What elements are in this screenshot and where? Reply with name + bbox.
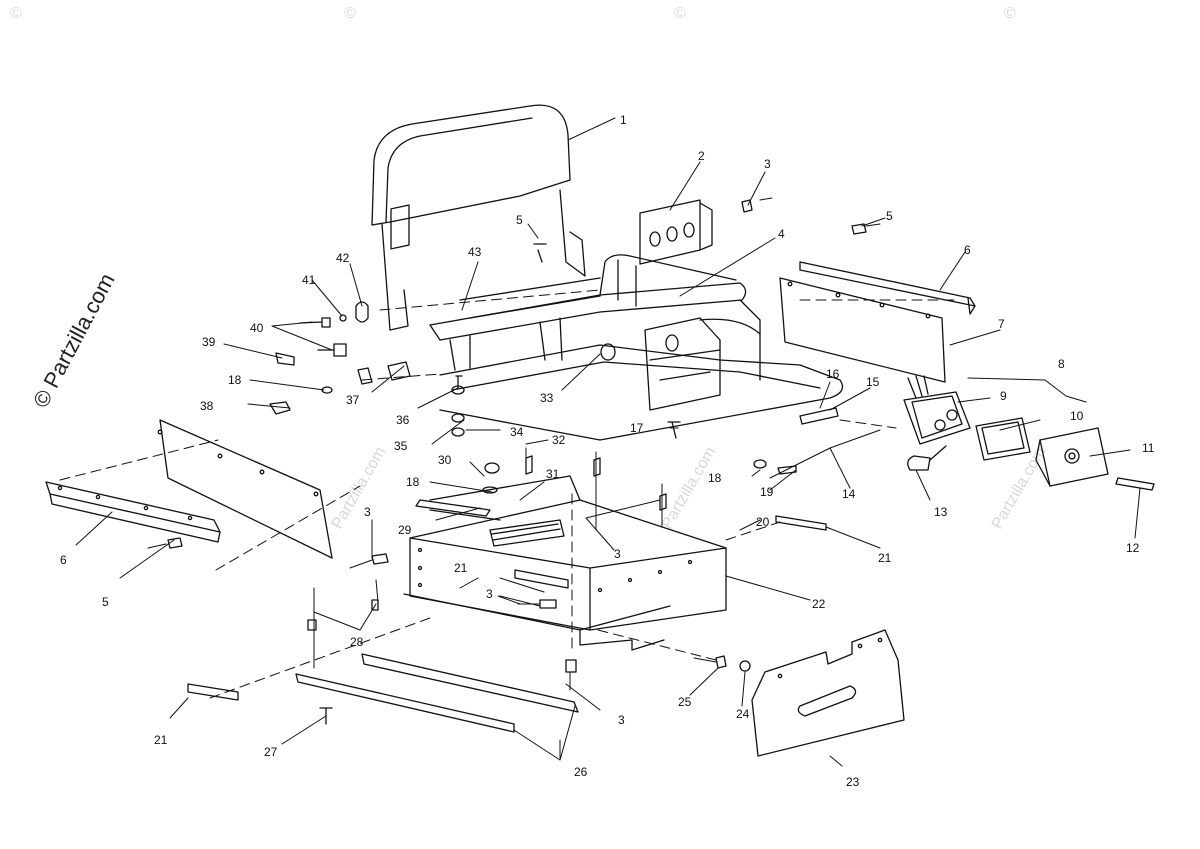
callout-5: 5	[886, 209, 893, 223]
callout-5: 5	[102, 595, 109, 609]
callout-23: 23	[846, 775, 860, 789]
callout-25: 25	[678, 695, 692, 709]
watermark-group: © © © © Partzilla.com Partzilla.com Part…	[10, 5, 1049, 532]
callout-24: 24	[736, 707, 750, 721]
callout-12: 12	[1126, 541, 1140, 555]
callout-29: 29	[398, 523, 412, 537]
watermark-text: Partzilla.com	[659, 444, 720, 532]
callout-32: 32	[552, 433, 566, 447]
callout-39: 39	[202, 335, 216, 349]
rack-frame	[429, 254, 844, 441]
callout-27: 27	[264, 745, 278, 759]
callout-34: 34	[510, 425, 524, 439]
watermark-mark: ©	[674, 5, 686, 22]
callout-16: 16	[826, 367, 840, 381]
right-mud-flap	[779, 277, 946, 383]
callout-30: 30	[438, 453, 452, 467]
callout-21: 21	[454, 561, 468, 575]
callout-42: 42	[336, 251, 350, 265]
callout-labels: 1 2 3 4 5 5 6 7 8 9 10 11 12 13 14 15 16…	[60, 113, 1155, 789]
bracket-plate	[639, 199, 713, 265]
fasteners	[167, 199, 1155, 725]
callout-7: 7	[998, 317, 1005, 331]
callout-11: 11	[1142, 441, 1155, 455]
callout-2: 2	[698, 149, 705, 163]
callout-21: 21	[878, 551, 892, 565]
callout-41: 41	[302, 273, 316, 287]
callout-31: 31	[546, 467, 560, 481]
callout-22: 22	[812, 597, 826, 611]
tail-light-assembly	[903, 375, 1109, 487]
callout-18: 18	[406, 475, 420, 489]
front-plate	[751, 629, 905, 757]
callout-5: 5	[516, 213, 523, 227]
small-plates	[415, 462, 501, 521]
callout-35: 35	[394, 439, 408, 453]
callout-20: 20	[756, 515, 770, 529]
callout-8: 8	[1058, 357, 1065, 371]
callout-28: 28	[350, 635, 364, 649]
callout-13: 13	[934, 505, 948, 519]
callout-18: 18	[228, 373, 242, 387]
watermark-mark: ©	[1004, 5, 1016, 22]
pins	[147, 197, 881, 691]
callout-36: 36	[396, 413, 410, 427]
callout-6: 6	[964, 243, 971, 257]
callout-17: 17	[630, 421, 644, 435]
storage-box	[403, 475, 727, 651]
left-mud-flap	[157, 419, 333, 559]
bottom-runners	[295, 653, 579, 733]
callout-leaders	[75, 117, 1141, 767]
callout-3: 3	[764, 157, 771, 171]
right-rail	[799, 261, 976, 315]
callout-33: 33	[540, 391, 554, 405]
callout-40: 40	[250, 321, 264, 335]
left-rail	[45, 481, 221, 543]
callout-19: 19	[760, 485, 774, 499]
callout-4: 4	[778, 227, 785, 241]
callout-9: 9	[1000, 389, 1007, 403]
watermark-text: Partzilla.com	[329, 444, 390, 532]
callout-1: 1	[620, 113, 627, 127]
callout-3: 3	[614, 547, 621, 561]
callout-3: 3	[618, 713, 625, 727]
callout-10: 10	[1070, 409, 1084, 423]
callout-21: 21	[154, 733, 168, 747]
callout-38: 38	[200, 399, 214, 413]
callout-43: 43	[468, 245, 482, 259]
callout-37: 37	[346, 393, 360, 407]
foam-strips	[187, 515, 827, 701]
callout-18: 18	[708, 471, 722, 485]
callout-6: 6	[60, 553, 67, 567]
callout-14: 14	[842, 487, 856, 501]
callout-3: 3	[364, 505, 371, 519]
callout-3: 3	[486, 587, 493, 601]
callout-26: 26	[574, 765, 588, 779]
watermark-mark: ©	[10, 5, 22, 22]
backrest-pad	[371, 104, 586, 331]
watermark-mark: ©	[344, 5, 356, 22]
callout-15: 15	[866, 375, 880, 389]
dashed-guide-lines	[59, 289, 961, 699]
